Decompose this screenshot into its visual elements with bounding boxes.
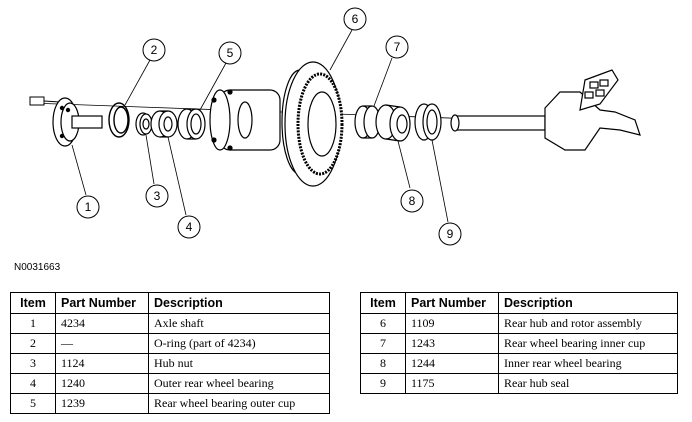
leader-lines bbox=[71, 29, 449, 223]
axle-shaft-part bbox=[52, 97, 103, 147]
cell-description: Axle shaft bbox=[148, 313, 330, 334]
callout-2: 2 bbox=[142, 38, 166, 62]
cell-item: 2 bbox=[10, 333, 56, 354]
cell-item: 6 bbox=[360, 313, 406, 334]
cell-item: 5 bbox=[10, 393, 56, 414]
cell-part-number: — bbox=[55, 333, 149, 354]
callout-3: 3 bbox=[145, 184, 169, 208]
callout-9: 9 bbox=[438, 222, 462, 246]
hub-nut-part bbox=[135, 112, 153, 136]
cell-description: Inner rear wheel bearing bbox=[498, 353, 678, 374]
cell-part-number: 1124 bbox=[55, 353, 149, 374]
cell-part-number: 1109 bbox=[405, 313, 499, 334]
cell-item: 9 bbox=[360, 373, 406, 394]
callout-8: 8 bbox=[400, 189, 424, 213]
cell-item: 7 bbox=[360, 333, 406, 354]
svg-text:9: 9 bbox=[447, 227, 454, 241]
callout-4: 4 bbox=[177, 215, 201, 239]
header-part-number: Part Number bbox=[55, 292, 149, 314]
svg-text:4: 4 bbox=[186, 220, 193, 234]
header-part-number: Part Number bbox=[405, 292, 499, 314]
svg-text:3: 3 bbox=[154, 189, 161, 203]
svg-text:5: 5 bbox=[227, 46, 234, 60]
cell-item: 3 bbox=[10, 353, 56, 374]
table-header-row: Item Part Number Description bbox=[10, 292, 330, 314]
figure-id: N0031663 bbox=[14, 262, 61, 273]
cell-part-number: 1240 bbox=[55, 373, 149, 394]
table-row: 2—O-ring (part of 4234) bbox=[10, 333, 330, 354]
callout-5: 5 bbox=[218, 41, 242, 65]
header-item: Item bbox=[360, 292, 406, 314]
outer-bearing-part bbox=[150, 110, 178, 138]
cell-item: 8 bbox=[360, 353, 406, 374]
spindle-knuckle-part bbox=[450, 69, 641, 151]
svg-text:1: 1 bbox=[85, 200, 92, 214]
cell-item: 1 bbox=[10, 313, 56, 334]
svg-text:8: 8 bbox=[409, 194, 416, 208]
bolt-part bbox=[29, 96, 61, 106]
outer-cup-part bbox=[177, 108, 206, 140]
svg-text:2: 2 bbox=[151, 43, 158, 57]
cell-part-number: 1175 bbox=[405, 373, 499, 394]
inner-bearing-part bbox=[375, 104, 411, 142]
cell-part-number: 1239 bbox=[55, 393, 149, 414]
callout-6: 6 bbox=[343, 7, 367, 31]
cell-item: 4 bbox=[10, 373, 56, 394]
cell-description: Rear wheel bearing outer cup bbox=[148, 393, 330, 414]
cell-part-number: 4234 bbox=[55, 313, 149, 334]
cell-description: Rear hub and rotor assembly bbox=[498, 313, 678, 334]
header-description: Description bbox=[498, 292, 678, 314]
hub-rotor-part bbox=[209, 61, 344, 187]
cell-part-number: 1244 bbox=[405, 353, 499, 374]
callout-7: 7 bbox=[385, 35, 409, 59]
cell-description: Outer rear wheel bearing bbox=[148, 373, 330, 394]
header-description: Description bbox=[148, 292, 330, 314]
cell-description: Hub nut bbox=[148, 353, 330, 374]
header-item: Item bbox=[10, 292, 56, 314]
callout-1: 1 bbox=[76, 195, 100, 219]
o-ring-part bbox=[108, 102, 130, 138]
exploded-hub-diagram: 1 2 3 4 5 6 7 8 9 bbox=[29, 7, 641, 246]
svg-text:7: 7 bbox=[394, 40, 401, 54]
cell-description: Rear hub seal bbox=[498, 373, 678, 394]
svg-text:6: 6 bbox=[352, 12, 359, 26]
cell-description: O-ring (part of 4234) bbox=[148, 333, 330, 354]
table-header-row: Item Part Number Description bbox=[360, 292, 678, 314]
cell-description: Rear wheel bearing inner cup bbox=[498, 333, 678, 354]
inner-cup-part bbox=[354, 105, 381, 139]
hub-seal-part bbox=[414, 103, 442, 141]
cell-part-number: 1243 bbox=[405, 333, 499, 354]
